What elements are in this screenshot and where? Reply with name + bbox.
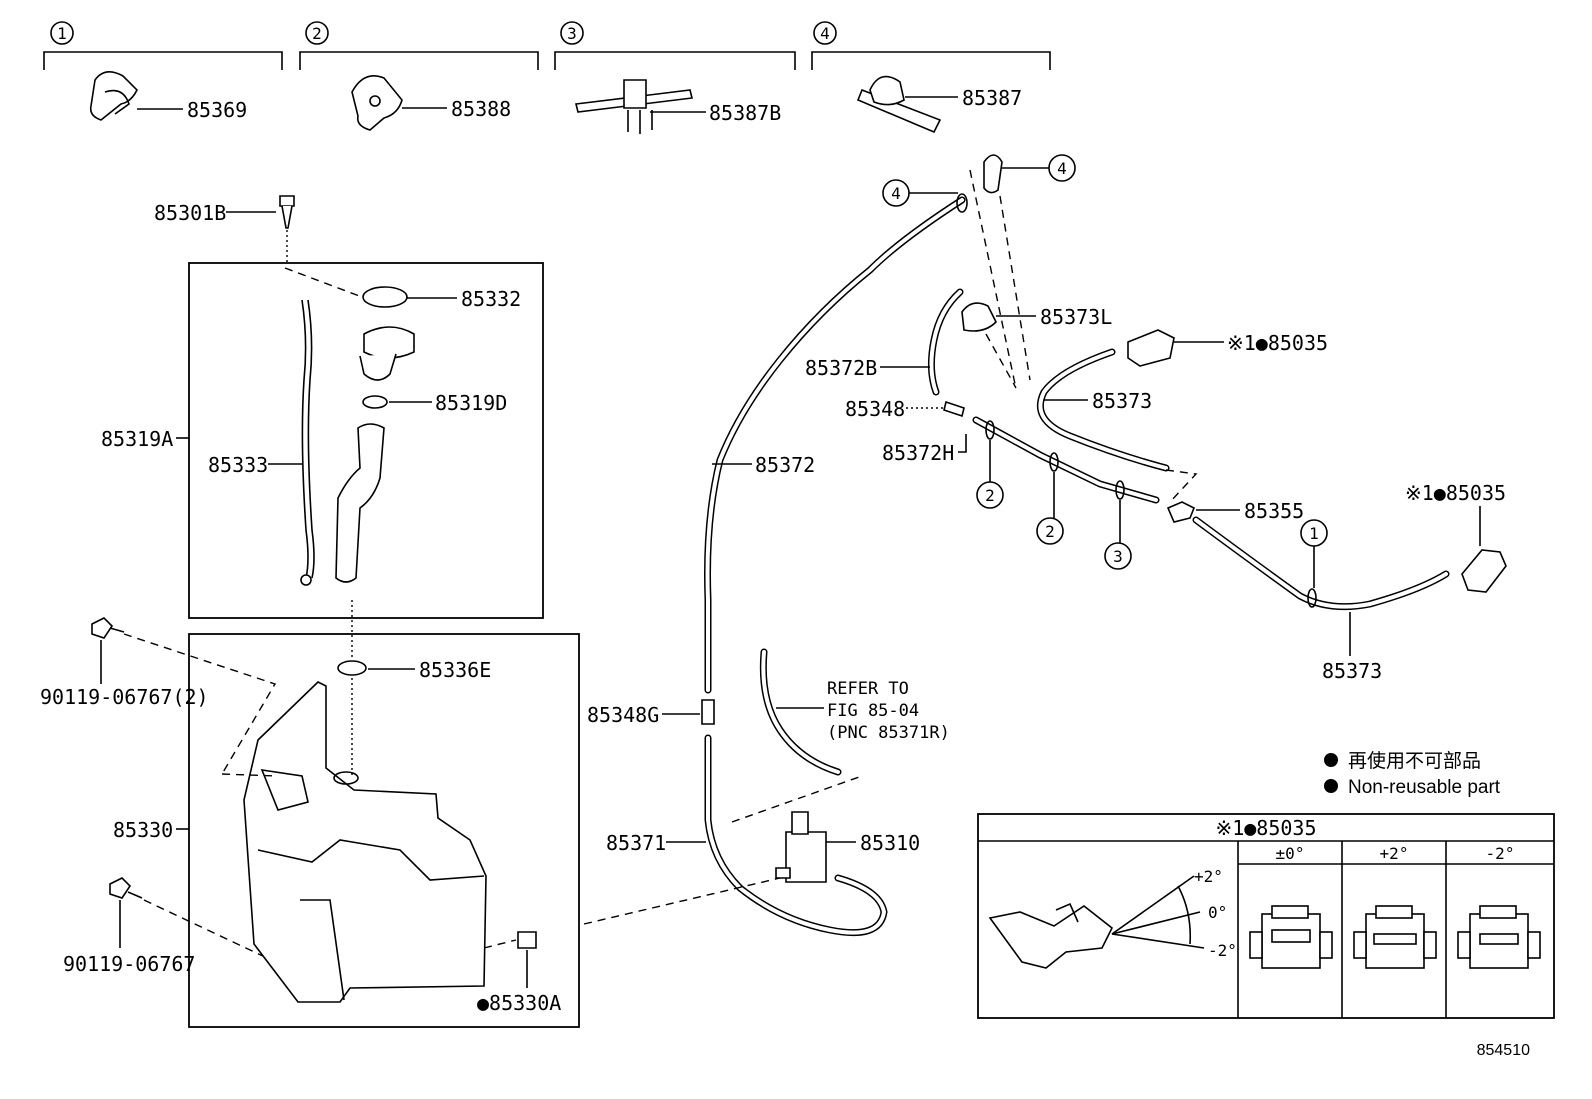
part-label-85035-bottom[interactable]: ※1●85035 xyxy=(1405,481,1506,505)
part-label-85348[interactable]: 85348 xyxy=(845,397,905,421)
inset-col-plus2: +2° xyxy=(1380,844,1409,863)
part-label-85372H[interactable]: 85372H xyxy=(882,441,954,465)
part-label-85319D[interactable]: 85319D xyxy=(435,391,507,415)
tank-assembly-box xyxy=(188,633,580,1028)
callout-1: 1 xyxy=(1309,524,1319,543)
hose-85371: 85371 xyxy=(606,734,888,937)
legend: 再使用不可部品 Non-reusable part xyxy=(1324,750,1501,798)
part-label-85387[interactable]: 85387 xyxy=(962,86,1022,110)
part-label-85355[interactable]: 85355 xyxy=(1244,499,1304,523)
part-label-85371[interactable]: 85371 xyxy=(606,831,666,855)
nozzle-85035-upper: ※1●85035 xyxy=(1127,329,1328,367)
nozzle-85035-lower: ※1●85035 xyxy=(1405,481,1507,593)
clip-group-number: 1 xyxy=(57,24,67,43)
nozzle-front-plus2 xyxy=(1353,905,1437,969)
part-label-85372[interactable]: 85372 xyxy=(755,453,815,477)
washer-pump-85310: 85310 xyxy=(583,775,920,925)
filler-parts: 85332 85319D 85333 85319A xyxy=(101,267,521,660)
filler-assembly-box xyxy=(188,262,544,619)
part-label-85348G[interactable]: 85348G xyxy=(587,703,659,727)
part-label-85310[interactable]: 85310 xyxy=(860,831,920,855)
clip-group-number: 4 xyxy=(820,24,830,43)
legend-jp: 再使用不可部品 xyxy=(1348,750,1481,772)
part-label-85336E[interactable]: 85336E xyxy=(419,658,491,682)
part-label-85330[interactable]: 85330 xyxy=(113,818,173,842)
inset-angle-plus: +2° xyxy=(1194,867,1223,886)
clip-group-number: 2 xyxy=(312,24,322,43)
hose-85372H: 85372H 2 2 3 xyxy=(882,416,1160,570)
part-label-85373L[interactable]: 85373L xyxy=(1040,305,1112,329)
part-label-85319A[interactable]: 85319A xyxy=(101,427,173,451)
cap-fastener-85301B: 85301B xyxy=(154,195,295,262)
bolt-90119-06767: 90119-06767 xyxy=(63,877,285,976)
part-label-85301B[interactable]: 85301B xyxy=(154,201,226,225)
joint-85355: 85355 xyxy=(1166,499,1304,523)
inset-nozzle-angle: ※1●85035 ±0° +2° -2° +2° 0° -2° xyxy=(977,813,1555,1019)
refer-text-line3: (PNC 85371R) xyxy=(827,723,950,743)
part-label-85369[interactable]: 85369 xyxy=(187,98,247,122)
refer-text-line1: REFER TO xyxy=(827,679,909,699)
clip-group-2: 2 85388 xyxy=(299,21,539,131)
nozzle-front-0 xyxy=(1249,905,1333,969)
part-label-90119-06767[interactable]: 90119-06767 xyxy=(63,952,195,976)
clip-group-4: 4 85387 xyxy=(811,21,1051,134)
inset-angle-zero: 0° xyxy=(1208,903,1227,922)
part-label-85330A[interactable]: ●85330A xyxy=(477,991,561,1015)
callout-4a: 4 xyxy=(891,184,901,203)
part-label-90119-06767-2[interactable]: 90119-06767(2) xyxy=(40,685,209,709)
part-label-85387B[interactable]: 85387B xyxy=(709,101,781,125)
inset-title: ※1●85035 xyxy=(1215,816,1316,840)
part-label-85372B[interactable]: 85372B xyxy=(805,356,877,380)
part-label-85373-top[interactable]: 85373 xyxy=(1092,389,1152,413)
clip-group-3: 3 85387B xyxy=(554,21,796,134)
washer-tank-85330: 85336E 85330 ●85330A xyxy=(113,658,561,1015)
clip-group-number: 3 xyxy=(567,24,577,43)
inset-col-minus2: -2° xyxy=(1486,844,1515,863)
nozzle-front-minus2 xyxy=(1457,905,1541,969)
hose-85372B: 85372B xyxy=(805,288,964,396)
callout-2a: 2 xyxy=(985,486,995,505)
refer-text-line2: FIG 85-04 xyxy=(827,701,919,721)
part-label-85035-top[interactable]: ※1●85035 xyxy=(1227,331,1328,355)
callouts-clip-4: 4 4 xyxy=(882,154,1076,385)
hose-85373-lower: 1 85373 xyxy=(1192,516,1450,683)
inset-angle-minus: -2° xyxy=(1208,941,1237,960)
joint-85348G: 85348G xyxy=(587,699,715,727)
callout-2b: 2 xyxy=(1045,522,1055,541)
joint-85348: 85348 xyxy=(845,397,965,421)
part-label-85388[interactable]: 85388 xyxy=(451,97,511,121)
callout-4b: 4 xyxy=(1057,159,1067,178)
clip-group-1: 1 85369 xyxy=(43,21,283,122)
part-label-85333[interactable]: 85333 xyxy=(208,453,268,477)
callout-3: 3 xyxy=(1113,547,1123,566)
nozzle-85373L: 85373L xyxy=(961,302,1112,389)
part-label-85373-bottom[interactable]: 85373 xyxy=(1322,659,1382,683)
bolt-90119-06767-2: 90119-06767(2) xyxy=(40,617,277,775)
figure-id: 854510 xyxy=(1477,1042,1530,1059)
legend-en: Non-reusable part xyxy=(1348,777,1501,798)
refer-hose: REFER TO FIG 85-04 (PNC 85371R) xyxy=(759,648,950,776)
hose-85373-upper: 85373 xyxy=(1036,348,1198,503)
inset-col-0: ±0° xyxy=(1276,844,1305,863)
part-label-85332[interactable]: 85332 xyxy=(461,287,521,311)
hose-85372: 85372 xyxy=(704,196,966,694)
